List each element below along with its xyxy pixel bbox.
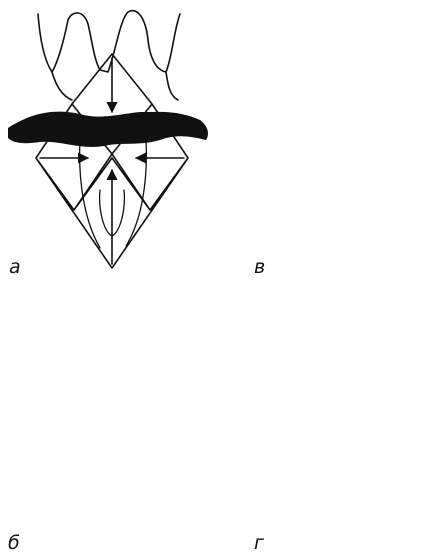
panel-label-b: б (8, 532, 20, 554)
panel-label-g: г (254, 532, 264, 554)
panel-label-a: а (9, 256, 21, 278)
panel-a-diagram (8, 11, 208, 268)
panel-label-v: в (254, 256, 265, 278)
panel-a-teeth (38, 11, 180, 72)
